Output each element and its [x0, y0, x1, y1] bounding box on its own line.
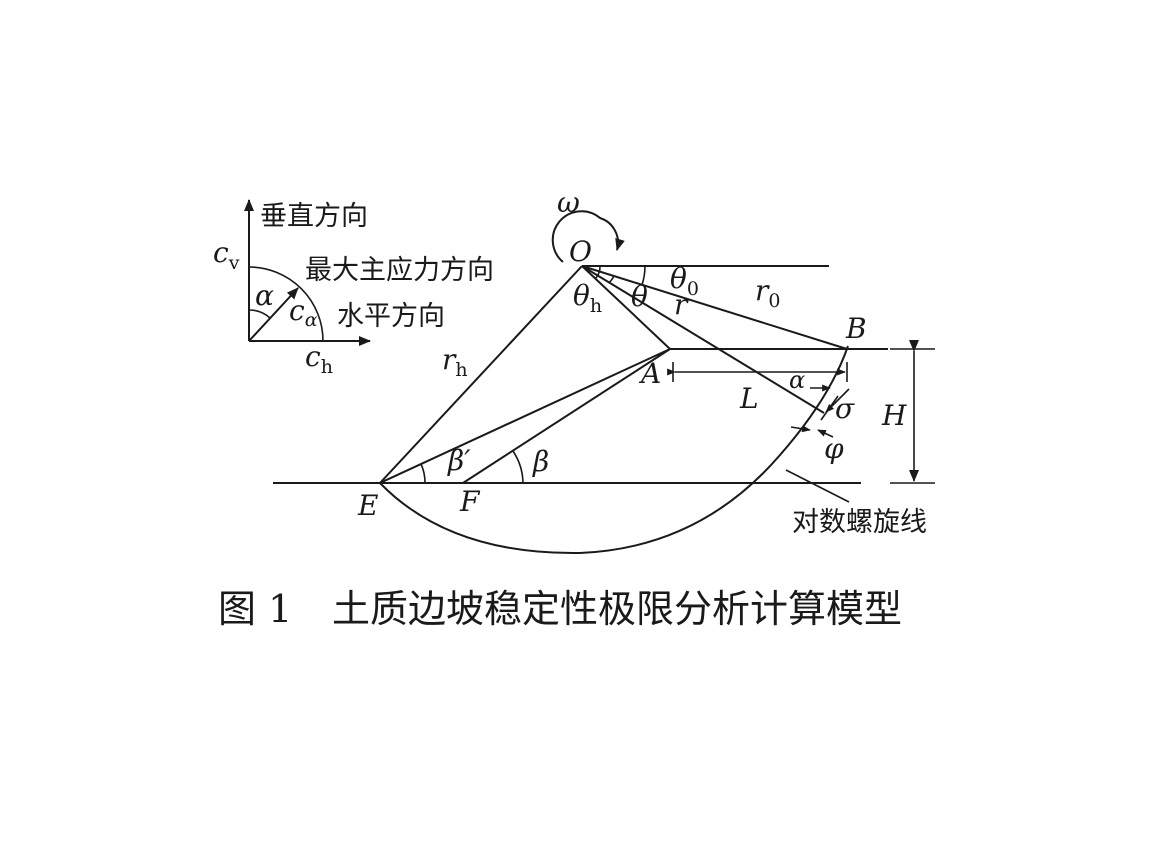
figure-caption: 图 1 土质边坡稳定性极限分析计算模型: [218, 587, 902, 631]
slope-geometry: [273, 210, 935, 555]
line-EA: [379, 348, 671, 484]
log-spiral-curve: [379, 345, 849, 555]
phi-arrow-left: [790, 425, 811, 433]
sigma-arrow: [825, 388, 850, 413]
vertical-direction-label: 垂直方向: [260, 201, 368, 232]
radius-rh: [379, 265, 583, 484]
radius-r0: [581, 265, 848, 350]
r-label: r: [674, 288, 689, 321]
sigma-label: σ: [835, 392, 855, 425]
theta-label: θ: [631, 280, 648, 313]
thetah-arc: [595, 265, 601, 279]
r0-label: r0: [755, 274, 780, 312]
ca-label: cα: [289, 294, 318, 331]
line-OA: [581, 265, 671, 350]
beta-label: β: [532, 445, 549, 478]
H-label: H: [881, 399, 907, 432]
radius-r: [581, 265, 825, 414]
diagram-labels: ω O θ0 r0 θh θ r B A rh L α σ φ H β′ β E…: [357, 186, 927, 538]
point-B-label: B: [845, 312, 867, 345]
beta-prime-label: β′: [447, 444, 471, 477]
theta-arc: [608, 275, 615, 284]
point-F-label: F: [459, 485, 481, 518]
rh-label: rh: [442, 343, 468, 381]
stress-direction-inset: 垂直方向 最大主应力方向 水平方向 cv ch cα α: [213, 199, 494, 378]
quarter-arc: [248, 266, 324, 342]
max-principal-stress-label: 最大主应力方向: [305, 255, 494, 286]
alpha-arc: [248, 309, 271, 319]
slope-face-AF: [462, 348, 671, 484]
alpha-label: α: [789, 366, 805, 394]
omega-rotation-arrow: [551, 210, 625, 263]
cv-label: cv: [213, 236, 240, 274]
omega-label: ω: [557, 186, 580, 219]
ch-label: ch: [305, 340, 333, 378]
theta0-label: θ0: [670, 262, 699, 300]
beta-prime-arc: [420, 463, 426, 484]
phi-arrow-right: [817, 429, 834, 438]
phi-label: φ: [824, 432, 844, 465]
L-label: L: [739, 382, 759, 415]
point-E-label: E: [357, 489, 378, 522]
spiral-leader: [785, 469, 850, 503]
horizontal-direction-label: 水平方向: [337, 301, 445, 332]
principal-stress-arrow: [248, 287, 299, 342]
beta-arc: [512, 450, 524, 484]
log-spiral-label: 对数螺旋线: [792, 507, 927, 538]
caption-text: 土质边坡稳定性极限分析计算模型: [332, 587, 902, 631]
inset-alpha-label: α: [255, 279, 274, 312]
caption-number: 图 1: [218, 587, 292, 631]
theta0-arc: [641, 265, 646, 286]
point-A-label: A: [638, 357, 661, 390]
thetah-label: θh: [573, 279, 602, 317]
point-O-label: O: [569, 235, 592, 268]
